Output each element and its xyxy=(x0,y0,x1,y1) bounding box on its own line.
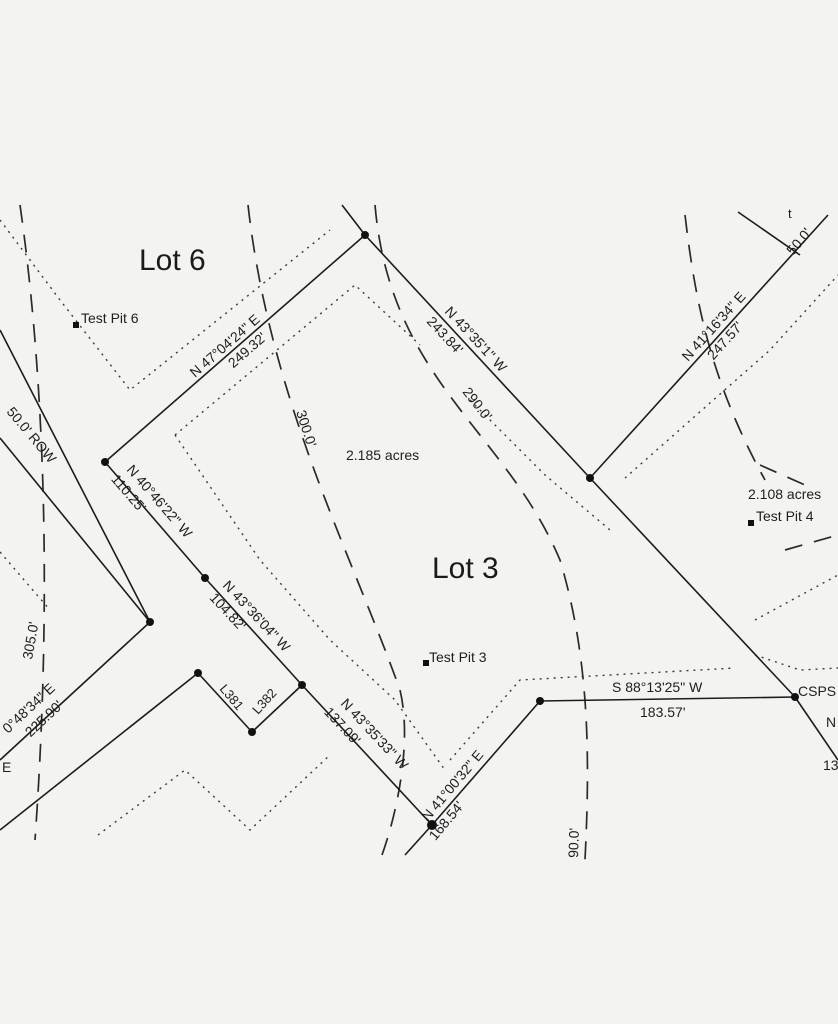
setback-300-label: 300.0' xyxy=(293,408,320,449)
test-pit-markers xyxy=(73,322,754,666)
lot-3-title: Lot 3 xyxy=(432,552,499,585)
line-label-l382: L382 xyxy=(249,685,279,717)
test-pit-marker xyxy=(73,322,79,328)
setback-90-label: 90.0' xyxy=(565,828,582,858)
edge-fragment-t: t xyxy=(788,206,792,221)
corner-monument xyxy=(298,681,306,689)
corner-monument xyxy=(791,693,799,701)
corner-monument xyxy=(194,669,202,677)
test-pit-marker xyxy=(423,660,429,666)
adjacent-lot-area: 2.108 acres xyxy=(748,486,821,502)
setback-305-label: 305.0' xyxy=(19,621,41,661)
row-width-right-label: 50.0' xyxy=(783,225,814,258)
course-bearing: S 88°13'25" W xyxy=(612,679,703,695)
boundary-lines xyxy=(0,204,838,856)
corner-monument xyxy=(101,458,109,466)
course-distance: 183.57' xyxy=(640,704,686,720)
corner-monument xyxy=(248,728,256,736)
corner-monument xyxy=(536,697,544,705)
lot-3-area: 2.185 acres xyxy=(346,447,419,463)
edge-fragment-n: N xyxy=(826,714,836,730)
corner-monument xyxy=(146,618,154,626)
row-width-label: 50.0' ROW xyxy=(4,404,60,467)
edge-fragment-e: E xyxy=(2,759,11,775)
test-pit-6-label: Test Pit 6 xyxy=(81,310,139,326)
corner-monument xyxy=(586,474,594,482)
setback-dotted-lines xyxy=(0,219,838,836)
corner-monuments xyxy=(101,231,799,830)
edge-fragment-13: 13 xyxy=(823,757,838,773)
test-pit-marker xyxy=(748,520,754,526)
setback-290-label: 290.0' xyxy=(460,384,496,424)
corner-monument xyxy=(361,231,369,239)
corner-monument xyxy=(201,574,209,582)
csps-label: CSPS xyxy=(798,683,836,699)
corner-monument xyxy=(427,820,437,830)
lot-6-title: Lot 6 xyxy=(139,244,206,277)
test-pit-3-label: Test Pit 3 xyxy=(429,649,487,665)
test-pit-4-label: Test Pit 4 xyxy=(756,508,814,524)
